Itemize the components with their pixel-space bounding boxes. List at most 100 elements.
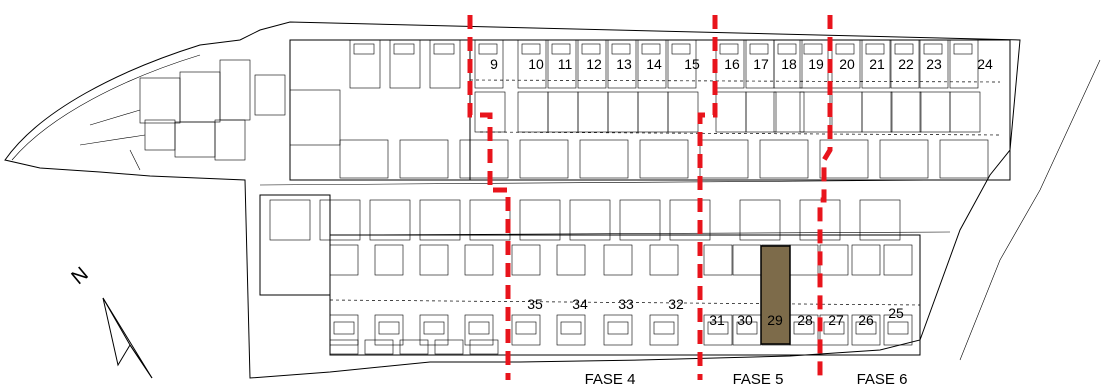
unit-label-34: 34 <box>572 296 588 312</box>
unit-label-14: 14 <box>646 56 662 72</box>
lower-block-main <box>329 234 921 356</box>
lower-unit-window <box>333 321 355 335</box>
lower-unit-stair <box>819 244 849 276</box>
lower-unit-stair <box>511 244 541 276</box>
upper-unit-cell <box>349 39 381 89</box>
upper-unit-stair <box>831 91 863 133</box>
upper-unit-window <box>393 43 415 55</box>
lower-unit-window <box>560 321 582 335</box>
lower-unit-stair <box>419 244 449 276</box>
upper-unit-stair <box>745 91 777 133</box>
upper-unit-terrace <box>639 139 689 179</box>
lower-unit-cell <box>603 314 633 346</box>
lower-unit-window <box>793 321 815 335</box>
lower-unit-terrace <box>419 199 461 241</box>
upper-unit-terrace <box>339 139 389 179</box>
phase-label-5: FASE 5 <box>733 371 784 388</box>
upper-unit-window <box>641 43 661 55</box>
unit-label-15: 15 <box>684 56 700 72</box>
north-arrow: N <box>67 263 153 379</box>
lower-unit-window <box>736 321 758 335</box>
lower-unit-window <box>423 321 445 335</box>
lower-unit-stair <box>732 244 762 276</box>
unit-label-26: 26 <box>858 312 874 328</box>
upper-unit-window <box>353 43 375 55</box>
lower-unit-labels: 35 34 33 32 31 30 29 28 27 26 25 <box>527 296 904 328</box>
lower-unit-terrace <box>619 199 661 241</box>
parking-bay <box>329 339 359 355</box>
lower-unit-window <box>855 321 877 335</box>
upper-unit-cell <box>577 39 607 89</box>
lower-unit-terrace <box>519 199 561 241</box>
lower-unit-terrace <box>369 199 411 241</box>
lower-unit-terrace <box>859 199 901 241</box>
parking-bay <box>469 339 499 355</box>
upper-unit-stair <box>577 91 609 133</box>
lower-unit-window <box>823 321 845 335</box>
lower-unit-terrace <box>569 199 611 241</box>
lower-unit-cell <box>851 314 881 346</box>
phase-labels: FASE 4 FASE 5 FASE 6 <box>585 371 908 388</box>
unit-label-18: 18 <box>781 56 797 72</box>
phase-label-6: FASE 6 <box>857 371 908 388</box>
unit-label-31: 31 <box>709 312 725 328</box>
upper-unit-labels: 9 10 11 12 13 14 15 16 17 18 19 20 21 22… <box>490 56 993 72</box>
upper-unit-terrace <box>879 139 929 179</box>
lower-unit-cell <box>649 314 679 346</box>
upper-unit-stair <box>773 91 805 133</box>
upper-unit-cell <box>919 39 949 89</box>
unit-label-24: 24 <box>977 56 993 72</box>
lower-unit-cell <box>329 314 359 346</box>
parking-bay <box>364 339 394 355</box>
upper-unit-stair <box>607 91 639 133</box>
lower-unit-terrace <box>319 199 361 241</box>
upper-unit-stair <box>547 91 579 133</box>
corridor <box>259 79 1001 306</box>
lower-unit-cell <box>511 314 541 346</box>
upper-unit-window <box>719 43 739 55</box>
upper-unit-terrace <box>459 139 509 179</box>
lower-unit-terrace <box>739 199 781 241</box>
upper-unit-cell <box>517 39 547 89</box>
unit-label-21: 21 <box>869 56 885 72</box>
phase-divider-5-6 <box>817 15 833 380</box>
upper-unit-terrace <box>519 139 569 179</box>
upper-unit-window <box>551 43 571 55</box>
lower-unit-cell <box>556 314 586 346</box>
upper-unit-terrace <box>579 139 629 179</box>
upper-unit-window <box>581 43 601 55</box>
upper-unit-cell <box>474 39 504 89</box>
phase-dividers <box>467 15 833 380</box>
upper-unit-stair <box>890 91 922 133</box>
upper-unit-window <box>611 43 631 55</box>
upper-unit-cell <box>607 39 637 89</box>
unit-label-33: 33 <box>618 296 634 312</box>
unit-label-11: 11 <box>558 56 573 72</box>
lower-unit-window <box>468 321 490 335</box>
phase-divider-4-5-left <box>467 15 511 380</box>
lower-unit-window <box>653 321 675 335</box>
upper-unit-cell <box>637 39 667 89</box>
unit-label-17: 17 <box>753 56 769 72</box>
unit-label-10: 10 <box>528 56 544 72</box>
upper-unit-stair <box>799 91 831 133</box>
upper-unit-window <box>923 43 943 55</box>
upper-unit-window <box>433 43 455 55</box>
upper-unit-window <box>749 43 769 55</box>
site-boundary <box>4 21 1101 379</box>
upper-unit-cell <box>861 39 891 89</box>
lower-unit-terrace <box>269 199 311 241</box>
unit-label-16: 16 <box>724 56 740 72</box>
upper-unit-stair <box>949 91 981 133</box>
upper-unit-stair <box>637 91 669 133</box>
upper-unit-terrace <box>699 139 749 179</box>
lower-unit-stair <box>649 244 679 276</box>
lower-unit-stair <box>556 244 586 276</box>
north-label: N <box>67 263 92 289</box>
upper-unit-stair <box>919 91 951 133</box>
unit-label-25: 25 <box>888 305 904 321</box>
lower-unit-cell <box>883 314 913 346</box>
upper-unit-window <box>478 43 498 55</box>
upper-unit-window <box>865 43 885 55</box>
upper-unit-window <box>777 43 797 55</box>
